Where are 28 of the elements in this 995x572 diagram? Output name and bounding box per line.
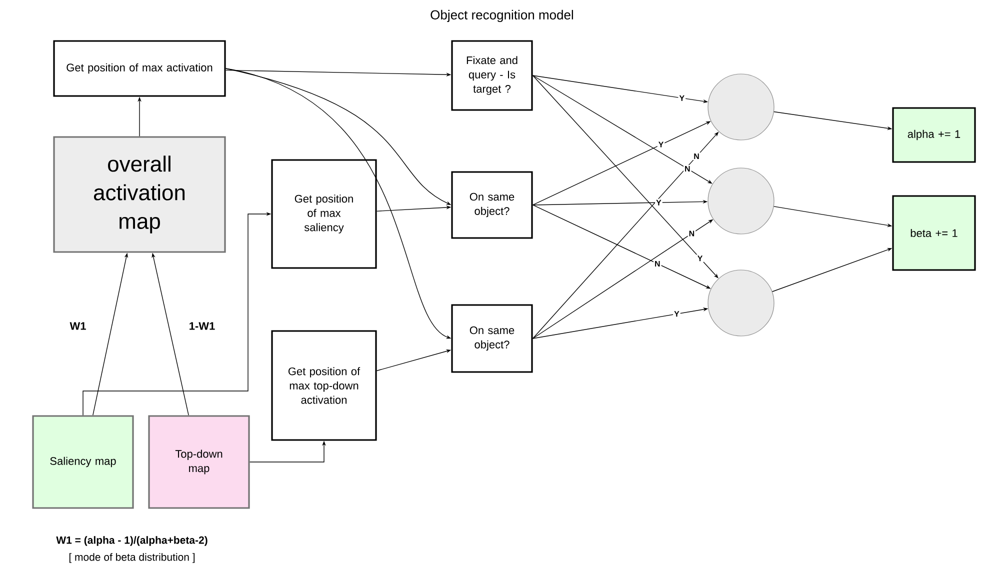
- edge-label: Y: [673, 310, 680, 318]
- edge-label: W1: [68, 321, 88, 331]
- title: Object recognition model: [430, 10, 573, 22]
- edge-label: 1-W1: [188, 321, 216, 331]
- edge-label: Y: [657, 140, 665, 148]
- process-box: Get position of max activation: [53, 40, 226, 97]
- process-box: Get position of max top-down activation: [271, 330, 377, 441]
- map-box: overall activation map: [53, 136, 226, 253]
- circle-node: [708, 168, 774, 234]
- edge-label: N: [688, 230, 696, 238]
- edge-label: N: [684, 165, 692, 173]
- counter-box: alpha += 1: [892, 107, 976, 163]
- map-box: Top-down map: [148, 415, 250, 509]
- edge-label: N: [654, 260, 662, 268]
- circle-node: [708, 270, 774, 336]
- map-box: Saliency map: [32, 415, 134, 509]
- counter-box: beta += 1: [892, 195, 976, 271]
- decision-box: On same object?: [451, 171, 533, 239]
- edge-label: Y: [655, 198, 662, 206]
- edge-label: Y: [696, 254, 704, 262]
- formula-note: W1 = (alpha - 1)/(alpha+beta-2): [56, 536, 208, 546]
- edge-label: Y: [678, 94, 686, 102]
- decision-box: On same object?: [451, 304, 533, 373]
- note: [ mode of beta distribution ]: [69, 553, 195, 563]
- decision-box: Fixate and query - Is target ?: [451, 40, 533, 111]
- circle-node: [708, 74, 774, 140]
- process-box: Get position of max saliency: [271, 159, 377, 269]
- edge-label: N: [692, 152, 700, 160]
